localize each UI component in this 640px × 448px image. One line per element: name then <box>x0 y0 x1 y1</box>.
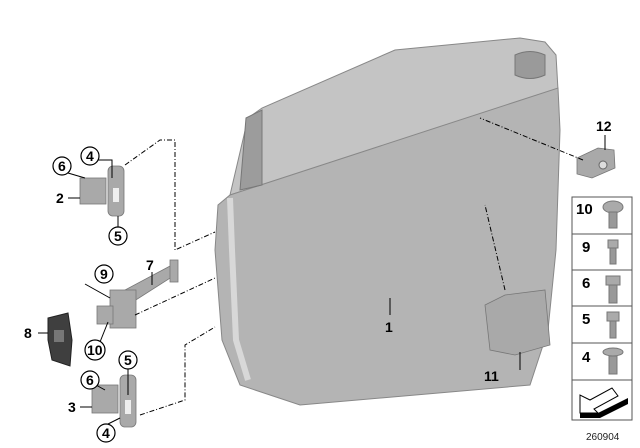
legend-6: 6 <box>582 275 590 292</box>
direction-arrow-icon <box>579 387 628 418</box>
legend-5: 5 <box>582 311 590 328</box>
legend-9: 9 <box>582 239 590 256</box>
upper-hinge <box>79 165 125 217</box>
callout-1: 1 <box>385 319 393 335</box>
callout-8: 8 <box>24 325 32 341</box>
callout-4-lower: 4 <box>102 425 110 441</box>
door-panel <box>214 37 561 406</box>
callout-6-upper: 6 <box>58 158 66 174</box>
bracket <box>484 289 551 356</box>
latch-part <box>576 147 616 179</box>
reference-number: 260904 <box>586 432 620 443</box>
callout-4-upper: 4 <box>86 148 94 164</box>
assembly-lines <box>124 117 584 416</box>
callout-6-lower: 6 <box>86 372 94 388</box>
callout-2: 2 <box>56 190 64 206</box>
seal <box>47 312 73 367</box>
door-check <box>96 259 179 329</box>
callout-11: 11 <box>484 368 499 384</box>
callout-12: 12 <box>596 118 612 134</box>
callout-9: 9 <box>100 266 108 282</box>
fastener-legend: 10 9 6 5 4 <box>571 196 633 421</box>
callout-5-upper: 5 <box>114 228 122 244</box>
leader-lines <box>38 135 606 426</box>
callout-10: 10 <box>87 342 103 358</box>
callout-5-lower: 5 <box>124 352 132 368</box>
callout-7: 7 <box>146 257 154 273</box>
callout-3: 3 <box>68 399 76 415</box>
legend-10: 10 <box>576 201 593 218</box>
legend-4: 4 <box>582 349 591 366</box>
